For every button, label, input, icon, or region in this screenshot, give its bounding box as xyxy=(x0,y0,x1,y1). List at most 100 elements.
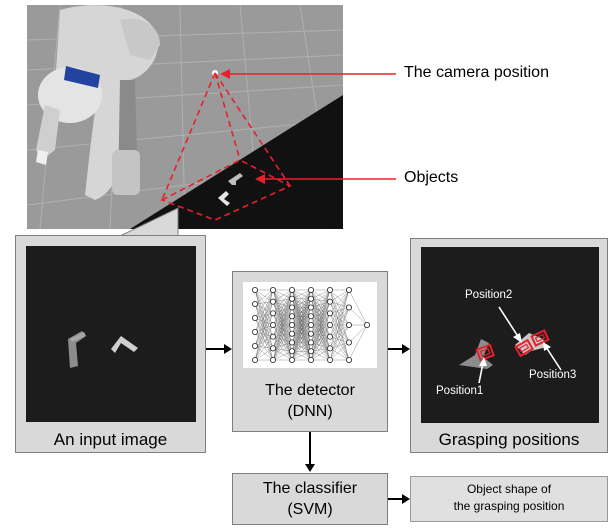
detector-box: The detector (DNN) xyxy=(232,271,388,432)
position3-label: Position3 xyxy=(529,369,577,381)
nn-edge xyxy=(310,307,331,314)
nn-edge xyxy=(329,348,350,361)
nn-edge xyxy=(291,289,312,326)
nn-edge xyxy=(272,307,293,349)
camera-pointer-arrowhead xyxy=(220,69,230,79)
nn-edge xyxy=(329,307,350,337)
nn-edge xyxy=(272,289,293,337)
nn-node xyxy=(308,357,315,364)
flow-arrows xyxy=(206,344,410,504)
nn-edge xyxy=(254,313,274,361)
nn-node xyxy=(327,333,334,340)
nn-node xyxy=(251,343,258,350)
nn-edge xyxy=(254,317,274,349)
nn-edge xyxy=(329,289,350,308)
nn-edge xyxy=(329,336,350,361)
camera-position-label: The camera position xyxy=(404,64,549,81)
nn-edge xyxy=(272,333,293,349)
nn-edge xyxy=(291,307,312,361)
nn-edge xyxy=(310,333,331,349)
nn-edge xyxy=(310,301,331,361)
nn-edge xyxy=(310,301,331,326)
nn-edge xyxy=(348,307,368,326)
grasping-positions-panel: Position1 Position2 Position3 Grasping p… xyxy=(410,238,608,453)
nn-edge xyxy=(254,301,274,319)
nn-edge xyxy=(329,307,350,361)
nn-edge xyxy=(329,307,350,326)
nn-node xyxy=(251,329,258,336)
nn-node xyxy=(289,295,296,302)
nn-edge xyxy=(272,289,293,308)
neural-network-graph xyxy=(251,287,371,364)
nn-node xyxy=(251,300,258,307)
nn-edge xyxy=(254,289,274,347)
nn-edge xyxy=(272,298,293,361)
nn-edge xyxy=(254,348,274,361)
neural-network-diagram xyxy=(243,282,377,368)
nn-edge xyxy=(348,324,368,343)
nn-edge xyxy=(254,345,274,349)
nn-edge xyxy=(310,342,331,361)
nn-edge xyxy=(272,324,293,361)
nn-edge xyxy=(272,333,293,361)
robot-arm-image xyxy=(36,5,160,200)
nn-edge xyxy=(272,336,293,343)
nn-node xyxy=(308,287,315,293)
classifier-title: The classifier xyxy=(262,480,358,497)
nn-edge xyxy=(254,324,274,361)
nn-edge xyxy=(329,336,350,343)
nn-node xyxy=(308,330,315,337)
detector-title: The detector xyxy=(265,382,355,399)
nn-edge xyxy=(291,342,312,361)
nn-node xyxy=(269,345,276,352)
nn-edge xyxy=(291,316,312,361)
nn-node xyxy=(289,304,296,311)
nn-node xyxy=(364,322,371,329)
nn-edge xyxy=(272,316,293,349)
nn-node xyxy=(251,287,258,293)
nn-edge xyxy=(254,301,274,333)
nn-edge xyxy=(310,289,331,361)
nn-edge xyxy=(310,333,331,361)
nn-edge xyxy=(310,301,331,308)
nn-edge xyxy=(310,301,331,334)
nn-edge xyxy=(329,324,350,361)
classifier-box: The classifier (SVM) xyxy=(232,473,388,525)
nn-edge xyxy=(272,351,293,361)
nn-edge xyxy=(291,298,312,361)
nn-edge xyxy=(329,289,350,349)
nn-edge xyxy=(272,333,293,337)
nn-node xyxy=(327,298,334,305)
input-image-caption: An input image xyxy=(53,430,168,449)
nn-edge xyxy=(310,324,331,361)
nn-edge xyxy=(329,324,350,337)
nn-edge xyxy=(272,298,293,349)
nn-node xyxy=(308,339,315,346)
nn-edge xyxy=(291,289,312,352)
position2-label: Position2 xyxy=(465,289,513,301)
nn-node xyxy=(346,287,353,293)
nn-edge xyxy=(254,301,274,361)
nn-edge xyxy=(291,289,312,361)
grasping-image: Position1 Position2 Position3 xyxy=(421,247,599,423)
nn-edge xyxy=(254,289,274,305)
nn-node xyxy=(251,315,258,322)
camera-pyramid xyxy=(160,72,292,221)
nn-edge xyxy=(291,289,312,299)
nn-edge xyxy=(254,289,274,319)
nn-edge xyxy=(329,324,350,349)
nn-node xyxy=(269,310,276,317)
nn-node xyxy=(327,345,334,352)
nn-edge xyxy=(272,298,293,337)
nn-node xyxy=(289,357,296,364)
nn-edge xyxy=(254,303,274,337)
nn-node xyxy=(346,304,353,311)
grasping-markup xyxy=(459,306,562,384)
nn-edge xyxy=(329,301,350,308)
nn-edge xyxy=(272,301,293,317)
nn-node xyxy=(269,298,276,305)
nn-node xyxy=(269,322,276,329)
nn-node xyxy=(308,322,315,329)
nn-edge xyxy=(254,289,274,349)
